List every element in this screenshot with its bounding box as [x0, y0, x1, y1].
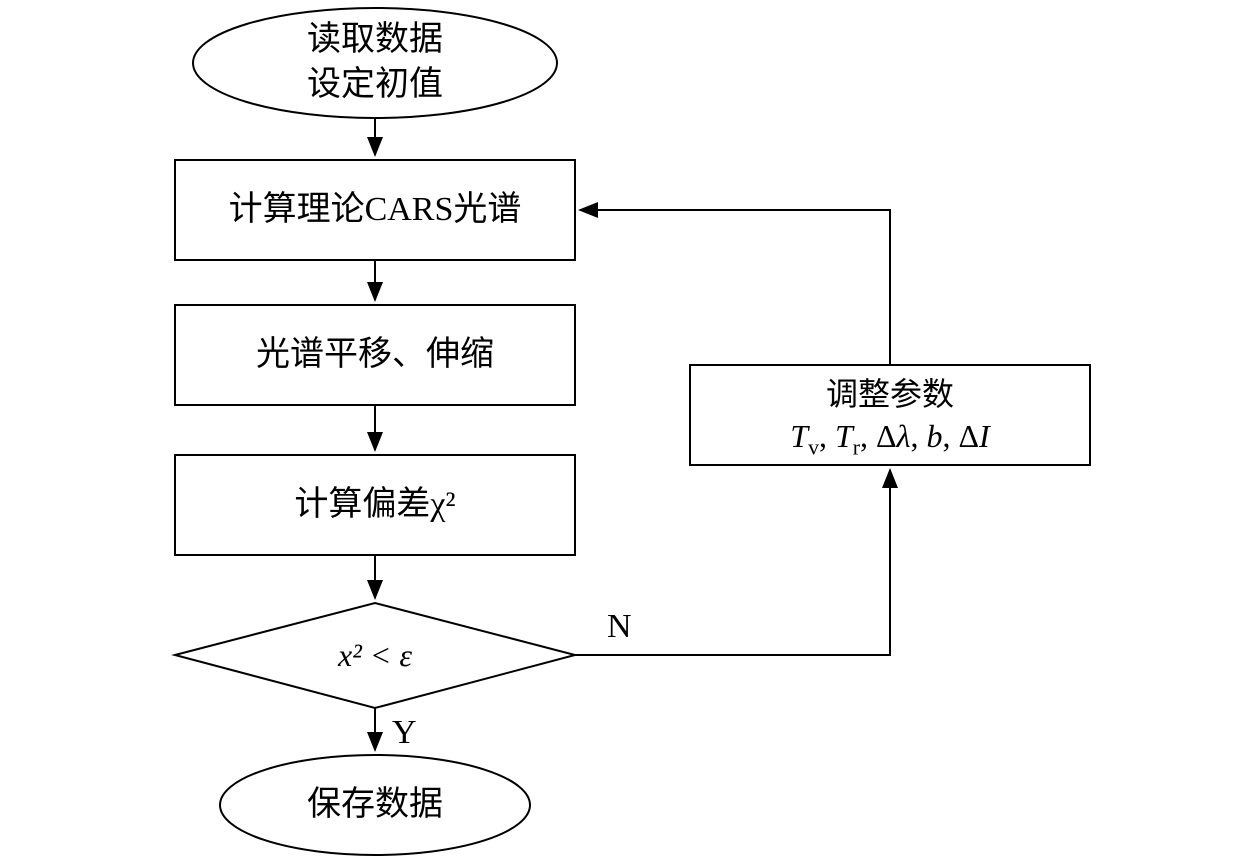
param-delta-I-I: I — [979, 418, 990, 454]
process3-label-wrap: 计算偏差χ² — [175, 455, 575, 555]
decision-label-wrap: x² < ε — [175, 603, 575, 708]
start-label-line1: 读取数据 — [307, 21, 443, 59]
process-box-chi-square — [174, 454, 576, 556]
param-delta-lambda-delta: Δ — [876, 418, 897, 454]
process1-label-wrap: 计算理论CARS光谱 — [175, 160, 575, 260]
adjust-box-label: 调整参数 Tv, Tr, Δλ, b, ΔI — [690, 365, 1090, 465]
param-Tr-base: T — [834, 418, 853, 454]
start-terminator — [192, 7, 558, 119]
adjust-box-params: Tv, Tr, Δλ, b, ΔI — [790, 415, 990, 460]
process2-label-wrap: 光谱平移、伸缩 — [175, 305, 575, 405]
branch-yes-label: Y — [392, 714, 417, 751]
start-label: 读取数据 设定初值 — [193, 8, 557, 118]
param-sep-4: , — [942, 418, 959, 454]
param-sep-1: , — [818, 418, 835, 454]
param-delta-I-delta: Δ — [958, 418, 980, 454]
decision-label: x² < ε — [338, 637, 412, 674]
end-label: 保存数据 — [307, 785, 443, 823]
end-terminator — [219, 754, 531, 856]
start-label-line2: 设定初值 — [307, 66, 443, 103]
param-Tr-sub: r — [852, 435, 861, 460]
connector-adjust-to-p1 — [578, 202, 891, 365]
param-delta-lambda-lambda: λ — [896, 418, 911, 454]
process1-label: 计算理论CARS光谱 — [228, 190, 522, 228]
adjust-params-box — [689, 364, 1091, 466]
param-Tv-sub: v — [808, 435, 819, 460]
adjust-box-title: 调整参数 — [825, 375, 954, 412]
process-box-shift-scale — [174, 304, 576, 406]
connector-decision-to-adjust — [575, 468, 898, 656]
branch-no-label: N — [607, 608, 632, 645]
param-b: b — [926, 418, 943, 454]
decision-diamond — [171, 601, 579, 710]
param-Tv-base: T — [790, 418, 809, 454]
process-box-compute-cars — [174, 159, 576, 261]
param-sep-2: , — [860, 418, 877, 454]
process2-label: 光谱平移、伸缩 — [256, 335, 494, 373]
end-label-wrap: 保存数据 — [220, 755, 530, 855]
param-sep-3: , — [910, 418, 927, 454]
process3-label: 计算偏差χ² — [294, 485, 456, 523]
